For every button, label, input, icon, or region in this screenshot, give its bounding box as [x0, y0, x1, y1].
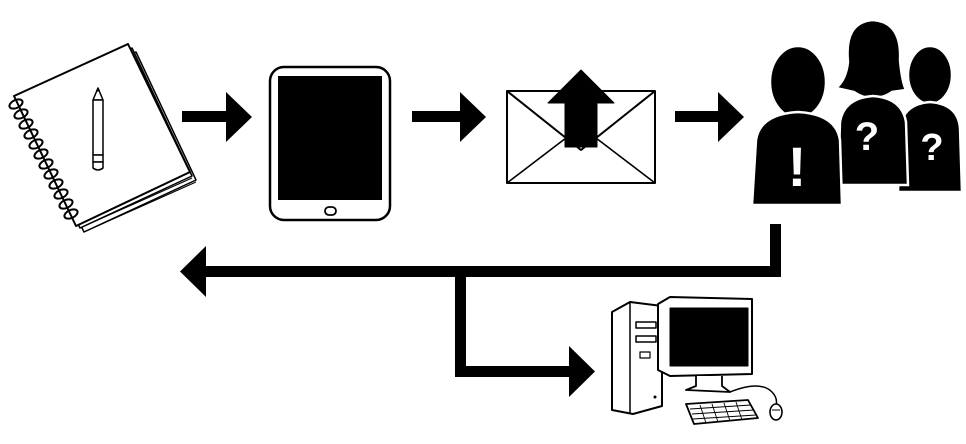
people-questions-icon: ! ? ? [750, 18, 964, 207]
person-silhouette [750, 44, 844, 207]
person-mark-question: ? [855, 115, 879, 159]
person-silhouette [896, 44, 964, 194]
arrow-people-to-notebook [180, 224, 781, 297]
arrow-tablet-to-email [412, 92, 486, 142]
envelope-upload-icon [506, 69, 656, 184]
arrow-email-to-people [675, 92, 744, 142]
tablet-icon [268, 65, 392, 222]
notebook-pencil-icon [8, 43, 197, 233]
arrow-notebook-to-tablet [182, 92, 252, 142]
pencil-icon [92, 87, 104, 171]
person-mark-exclamation: ! [788, 135, 807, 198]
person-silhouette [833, 18, 910, 187]
desktop-computer-icon [611, 296, 783, 425]
person-mark-question: ? [920, 127, 943, 169]
arrow-to-computer [455, 266, 595, 397]
